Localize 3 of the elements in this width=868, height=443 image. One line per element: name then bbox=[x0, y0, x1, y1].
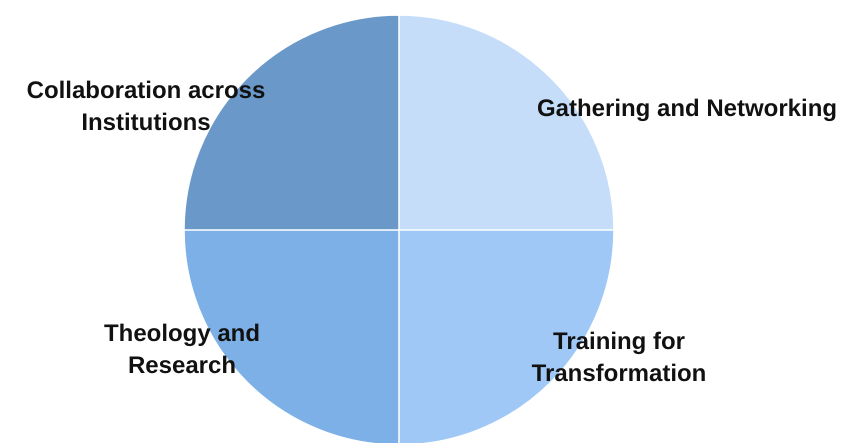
slice-label: Theology and Research bbox=[103, 319, 261, 381]
slice-label: Gathering and Networking bbox=[536, 94, 838, 124]
slice-label: Training for Transformation bbox=[530, 327, 708, 389]
